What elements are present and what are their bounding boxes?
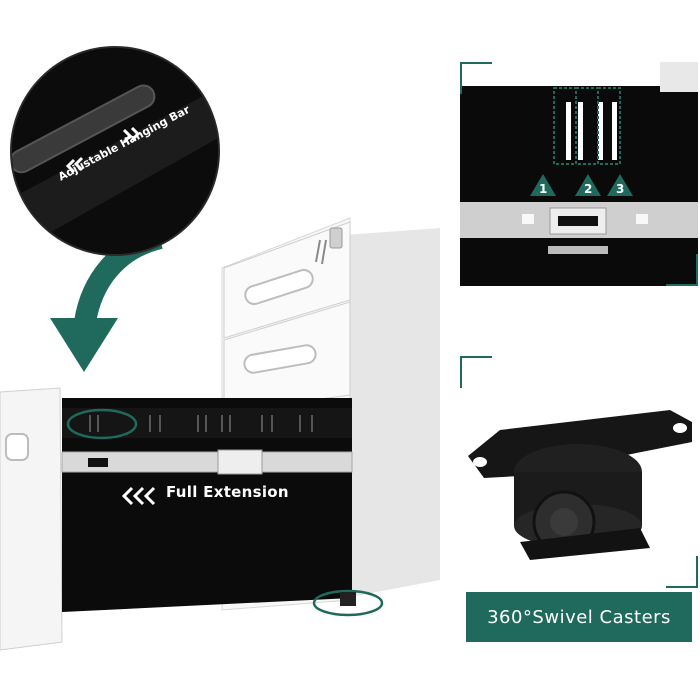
drawer-front-panel xyxy=(0,387,63,651)
swivel-casters-badge: 360°Swivel Casters xyxy=(466,592,692,642)
hanging-bar-zoom-art xyxy=(12,48,218,254)
caster-art xyxy=(468,410,692,560)
slot-detail-art xyxy=(460,62,698,286)
rail-slots xyxy=(89,415,313,432)
hanging-bar-zoom: Adjustable Hanging Bar xyxy=(10,46,220,256)
middle-drawer-handle xyxy=(243,344,317,374)
lock-with-keys xyxy=(315,227,343,265)
slot-number-2: 2 xyxy=(584,182,592,196)
drawer-front-handle xyxy=(5,433,29,461)
rail-highlight-ring xyxy=(66,408,138,440)
slot-number-3: 3 xyxy=(616,182,624,196)
slot-detail-panel: 1 2 3 xyxy=(460,62,698,286)
caster-detail-panel xyxy=(460,356,698,588)
slot-number-1: 1 xyxy=(539,182,547,196)
double-chevron-icon xyxy=(121,486,156,506)
caster-highlight-ring xyxy=(312,589,384,617)
cabinet-side xyxy=(345,228,440,598)
slot-number-labels: 1 2 3 xyxy=(539,182,624,196)
drawer-slide-rail xyxy=(61,451,353,473)
top-drawer-handle xyxy=(244,268,314,306)
curved-arrow-icon xyxy=(50,227,164,372)
full-extension-label: Full Extension xyxy=(166,483,289,501)
